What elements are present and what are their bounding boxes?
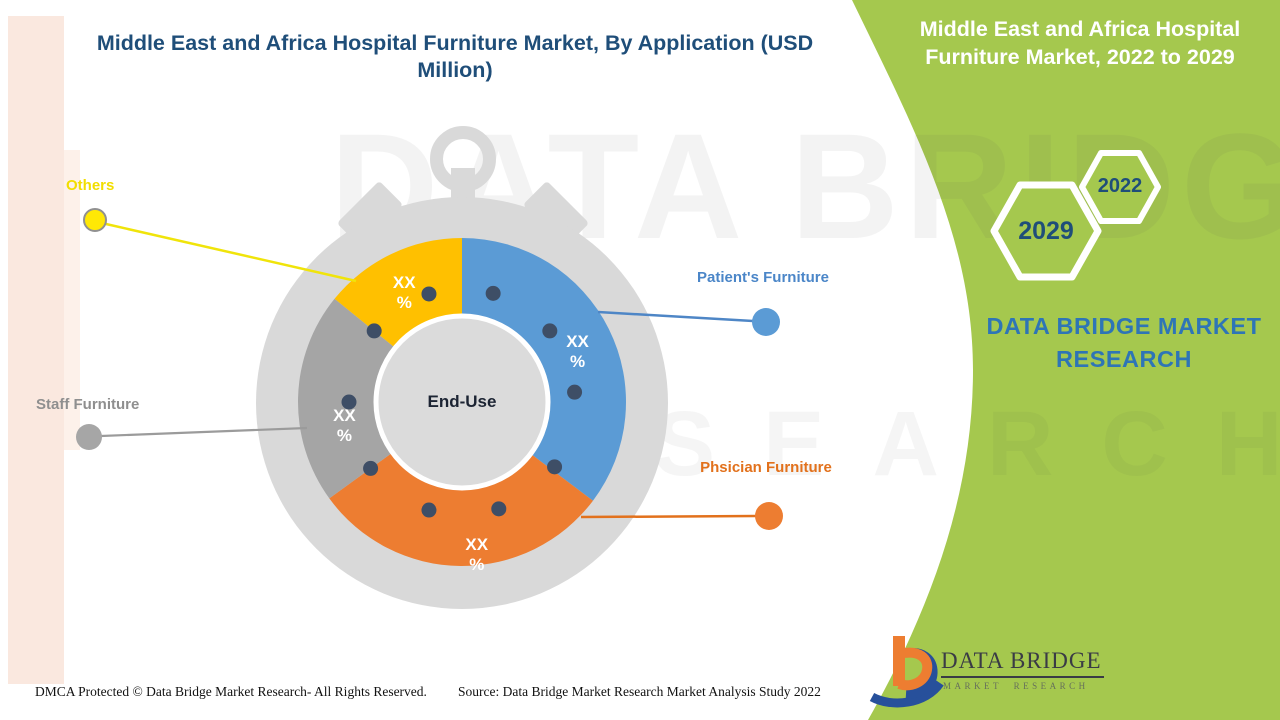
watermark-logo-band [8,16,64,684]
logo-subtitle: MARKET RESEARCH [943,681,1089,691]
legend-dot-others [83,208,107,232]
segment-value-label-3: XX % [392,273,416,313]
hexagon-year-2022-label: 2022 [1097,175,1143,197]
background-watermark-text-2: RESEARCH [430,393,1280,495]
data-bridge-logo-icon [869,636,944,708]
logo-title: DATA BRIDGE [941,648,1102,673]
donut-segment-2 [298,298,394,499]
donut-tick-dot [341,394,357,410]
dmca-notice: DMCA Protected © Data Bridge Market Rese… [35,684,427,699]
legend-dot-phsician-furniture [755,502,783,530]
callout-line-patients-furniture [597,310,754,323]
segment-value-label-0: XX % [566,331,589,371]
callout-line-others [105,222,357,283]
donut-tick-dot [366,323,382,339]
donut-tick-dot [363,460,379,476]
page-title: Middle East and Africa Hospital Furnitur… [96,31,814,82]
source-note: Source: Data Bridge Market Research Mark… [458,684,821,699]
legend-dot-patients-furniture [752,308,780,336]
brand-name-text: DATA BRIDGE MARKET RESEARCH [986,313,1262,372]
donut-tick-dot [542,323,558,339]
side-panel-title: Middle East and Africa Hospital Furnitur… [919,17,1241,69]
donut-tick-dot [491,501,507,517]
callout-line-staff-furniture [100,426,308,438]
donut-tick-dot [485,285,501,301]
segment-value-label-1: XX % [465,535,489,575]
watermark-logo-band-2 [64,150,80,450]
logo-underline [941,676,1104,678]
donut-tick-dot [421,502,437,518]
callout-line-phsician-furniture [580,514,757,519]
segment-value-label-2: XX % [333,405,356,445]
hexagon-year-2029-label: 2029 [1018,217,1074,245]
donut-tick-dot [421,286,437,302]
